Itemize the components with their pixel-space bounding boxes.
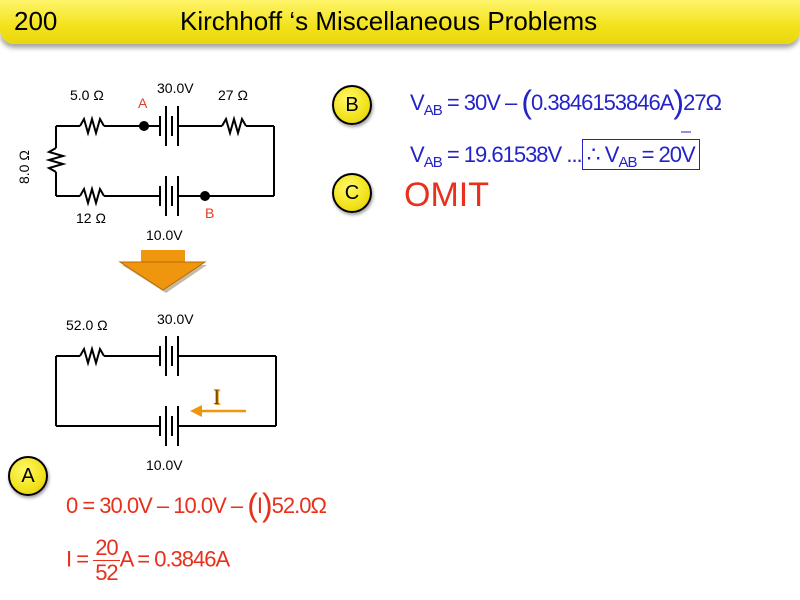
equation-b-line2: VAB = 19.61538V ...∴ VAB = 20V	[410, 139, 700, 171]
resistor-27-ohm	[221, 115, 247, 137]
battery-10v-c2	[159, 406, 179, 446]
badge-c: C	[332, 173, 372, 213]
battery-10v-c1	[159, 176, 179, 216]
node-a-dot	[139, 121, 149, 131]
resistor-52-ohm	[79, 345, 105, 367]
label-battery-30v: 30.0V	[157, 80, 194, 96]
boxed-answer: ∴ VAB = 20V	[581, 139, 700, 171]
label-battery-10v-c2: 10.0V	[146, 457, 183, 473]
current-arrow-icon	[190, 405, 246, 417]
label-battery-10v: 10.0V	[146, 227, 183, 243]
title-bar: 200 Kirchhoff ‘s Miscellaneous Problems	[0, 0, 800, 44]
circuit-2-wiring	[55, 345, 277, 427]
label-node-b: B	[205, 205, 215, 221]
resistor-12-ohm	[79, 185, 105, 207]
resistor-5-ohm	[79, 115, 105, 137]
label-node-a: A	[138, 95, 148, 111]
badge-b: B	[332, 85, 372, 125]
battery-30v-c1	[159, 106, 179, 146]
resistor-8-ohm	[45, 147, 67, 173]
transform-arrow-icon	[118, 250, 207, 293]
label-r-27-ohm: 27 Ω	[218, 87, 248, 103]
label-current: I	[213, 384, 221, 409]
label-r-52-ohm: 52.0 Ω	[66, 317, 108, 333]
slide-number: 200	[14, 6, 58, 36]
circuit-1-wiring	[45, 115, 275, 207]
label-r-5-ohm: 5.0 Ω	[70, 87, 104, 103]
node-b-dot	[200, 191, 210, 201]
label-r-8-ohm: 8.0 Ω	[16, 150, 32, 184]
omit-label: OMIT	[404, 176, 489, 214]
equation-a-line1: 0 = 30.0V – 10.0V – (I)52.0Ω	[66, 487, 327, 523]
label-battery-30v-c2: 30.0V	[157, 311, 194, 327]
equation-b-line1: VAB = 30V – (0.3846153846A)27Ω	[410, 84, 722, 120]
slide-title: Kirchhoff ‘s Miscellaneous Problems	[180, 6, 598, 36]
label-r-12-ohm: 12 Ω	[76, 210, 106, 226]
battery-30v-c2	[159, 336, 179, 376]
badge-a: A	[8, 456, 48, 496]
